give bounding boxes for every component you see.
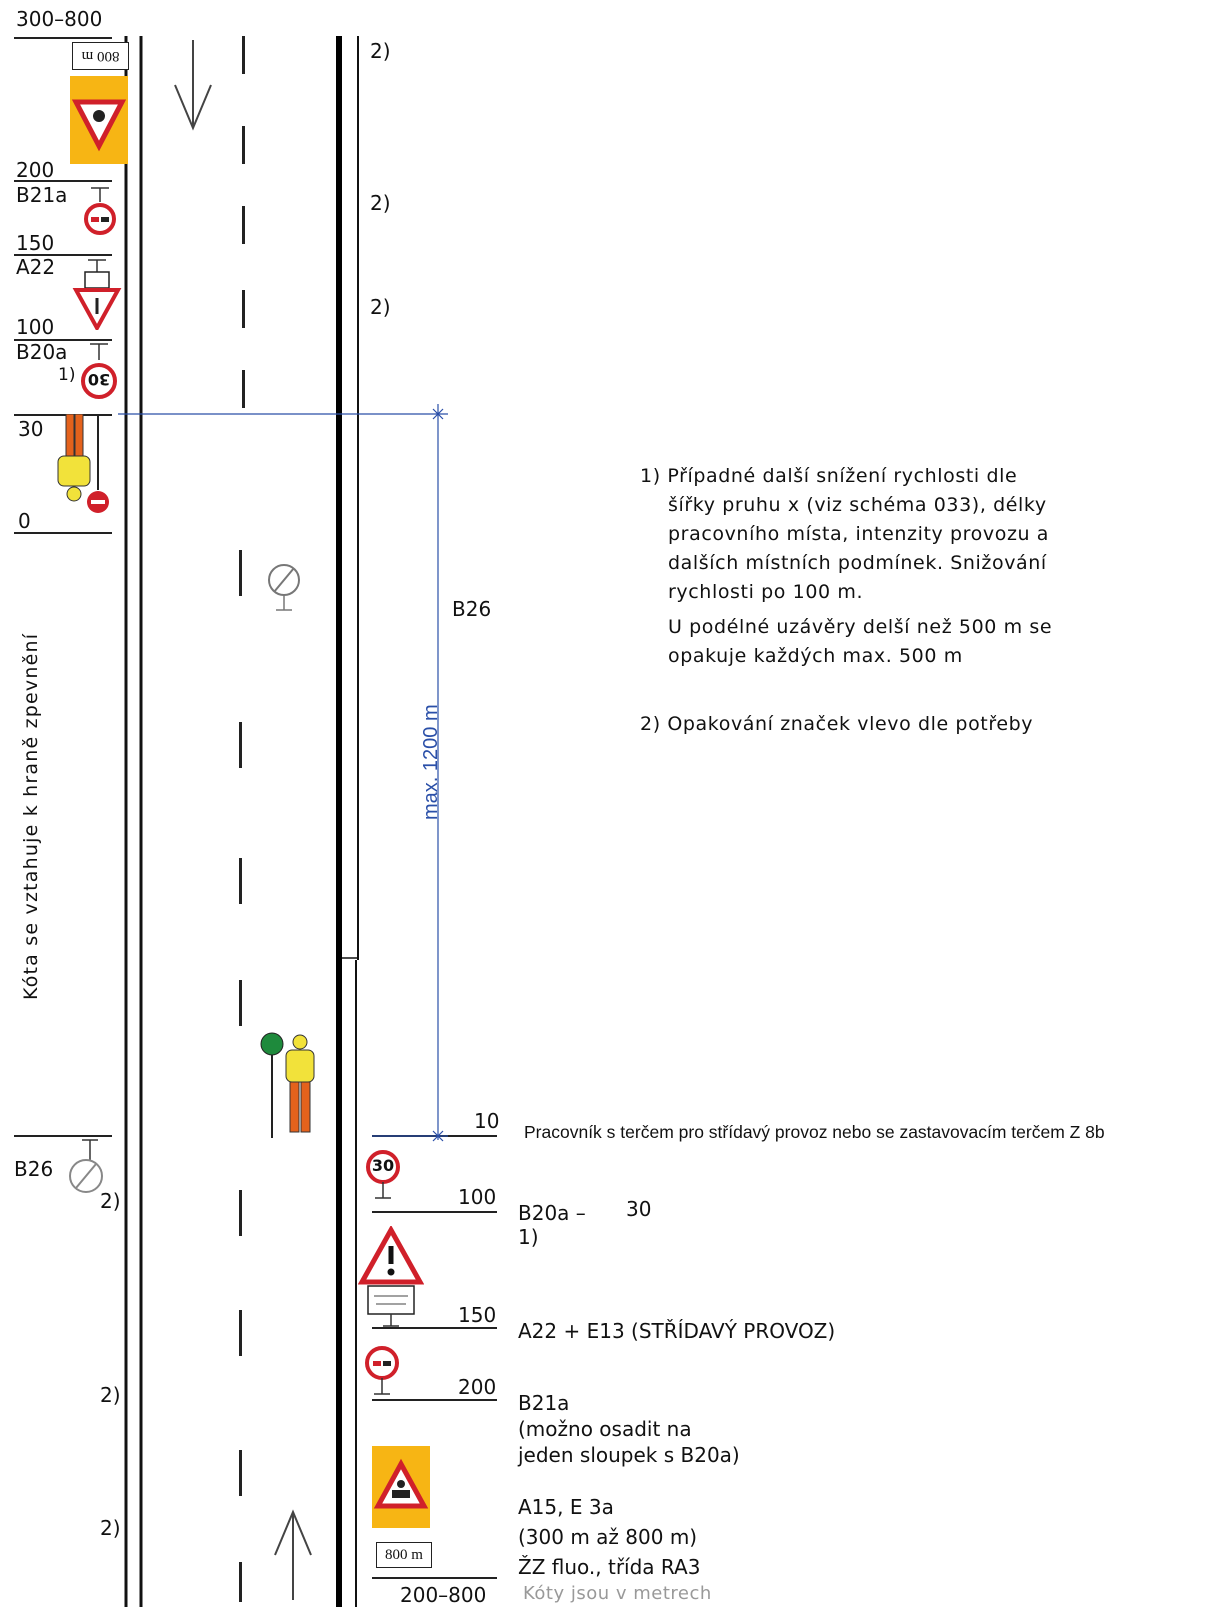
- speed-limit-sign-top: 30: [76, 342, 122, 404]
- lane-dash: [242, 370, 245, 408]
- sign-label-b26-middle: B26: [452, 597, 492, 621]
- desc-a15-title: A15, E 3a: [518, 1495, 614, 1519]
- lane-dash: [242, 290, 245, 328]
- end-of-restrictions-sign-left: [66, 1156, 106, 1200]
- roadworks-warning-sign-top: [70, 76, 128, 164]
- note-1-line: U podélné uzávěry delší než 500 m se: [668, 616, 1053, 638]
- max-length-dimension: [118, 404, 448, 1142]
- worker-with-green-disc-icon: [258, 1030, 322, 1144]
- ref-2-left-c: 2): [100, 1516, 121, 1540]
- desc-b21a-note-2: jeden sloupek s B20a): [518, 1443, 740, 1467]
- speed-limit-sign-bottom: 30: [365, 1150, 401, 1210]
- lane-dash: [239, 722, 242, 768]
- range-label-bottom: 200–800: [400, 1583, 487, 1607]
- no-overtaking-sign-bottom: [364, 1346, 400, 1406]
- distance-100-bottom: 100: [458, 1185, 497, 1209]
- desc-b20a-value: 30: [626, 1197, 652, 1221]
- desc-b20a-ref: 1): [518, 1225, 539, 1249]
- max-length-label: max. 1200 m: [420, 704, 442, 820]
- lane-dash: [239, 1310, 242, 1356]
- down-arrow-icon: [174, 40, 212, 131]
- desc-a15-range: (300 m až 800 m): [518, 1525, 698, 1549]
- plate-800m-bottom: 800 m: [376, 1542, 432, 1568]
- roadworks-warning-sign-bottom: [372, 1446, 430, 1528]
- note-1-line: rychlosti po 100 m.: [668, 581, 864, 603]
- worker-caption: Pracovník s terčem pro střídavý provoz n…: [524, 1122, 1105, 1142]
- other-danger-sign-bottom: [357, 1224, 425, 1334]
- note-1-line: šířky pruhu x (viz schéma 033), délky: [668, 494, 1047, 516]
- worker-with-stop-sign-icon: [52, 413, 116, 522]
- note-1-line: pracovního místa, intenzity provozu a: [668, 523, 1050, 545]
- desc-b21a-note-1: (možno osadit na: [518, 1417, 692, 1441]
- sign-label-b26-left: B26: [14, 1157, 54, 1181]
- note-2: 2) Opakování značek vlevo dle potřeby: [640, 713, 1034, 735]
- lane-dash: [239, 1450, 242, 1496]
- range-label-top: 300–800: [16, 7, 103, 31]
- desc-b20a: B20a –: [518, 1201, 586, 1225]
- ref-2-right: 2): [370, 39, 391, 63]
- distance-200-bottom: 200: [458, 1375, 497, 1399]
- note-1-line: opakuje každých max. 500 m: [668, 645, 963, 667]
- units-note: Kóty jsou v metrech: [523, 1583, 712, 1604]
- ref-2-right: 2): [370, 191, 391, 215]
- sign-label-b21a: B21a: [16, 183, 68, 207]
- up-arrow-icon: [274, 1509, 312, 1600]
- lane-dash: [239, 858, 242, 904]
- note-1-line: 1) Případné další snížení rychlosti dle: [640, 465, 1018, 487]
- desc-a22-e13: A22 + E13 (STŘÍDAVÝ PROVOZ): [518, 1319, 836, 1343]
- lane-dash: [242, 36, 245, 74]
- note-1-line: dalších místních podmínek. Snižování: [668, 552, 1047, 574]
- vertical-note: Kóta se vztahuje k hraně zpevnění: [20, 632, 42, 1000]
- desc-a15-color: ŽZ fluo., třída RA3: [518, 1555, 701, 1579]
- lane-dash: [239, 1190, 242, 1236]
- distance-150-top: 150: [16, 231, 55, 255]
- ref-2-left-b: 2): [100, 1383, 121, 1407]
- distance-10: 10: [474, 1109, 500, 1133]
- end-of-restrictions-sign-middle: [264, 562, 304, 620]
- lane-dash: [242, 126, 245, 164]
- note-1: 1) Případné další snížení rychlosti dle …: [640, 462, 1052, 671]
- note-ref-1-top: 1): [58, 365, 76, 385]
- sign-label-b20a: B20a: [16, 340, 68, 364]
- speed-value-bottom: 30: [371, 1156, 395, 1175]
- no-overtaking-sign-icon: [80, 186, 120, 240]
- speed-value-top: 30: [87, 370, 111, 389]
- plate-800m-top: 800 m: [72, 42, 129, 70]
- distance-30: 30: [18, 417, 44, 441]
- distance-150-bottom: 150: [458, 1303, 497, 1327]
- sign-label-a22: A22: [16, 255, 56, 279]
- ref-2-left-a: 2): [100, 1189, 121, 1213]
- lane-dash: [242, 206, 245, 244]
- ref-2-right: 2): [370, 295, 391, 319]
- other-danger-sign-icon: [72, 258, 122, 334]
- distance-100-top: 100: [16, 315, 55, 339]
- distance-200-top: 200: [16, 158, 55, 182]
- distance-0: 0: [18, 509, 31, 533]
- lane-dash: [239, 550, 242, 596]
- desc-b21a-title: B21a: [518, 1391, 570, 1415]
- lane-dash: [239, 980, 242, 1026]
- lane-dash: [239, 1562, 242, 1602]
